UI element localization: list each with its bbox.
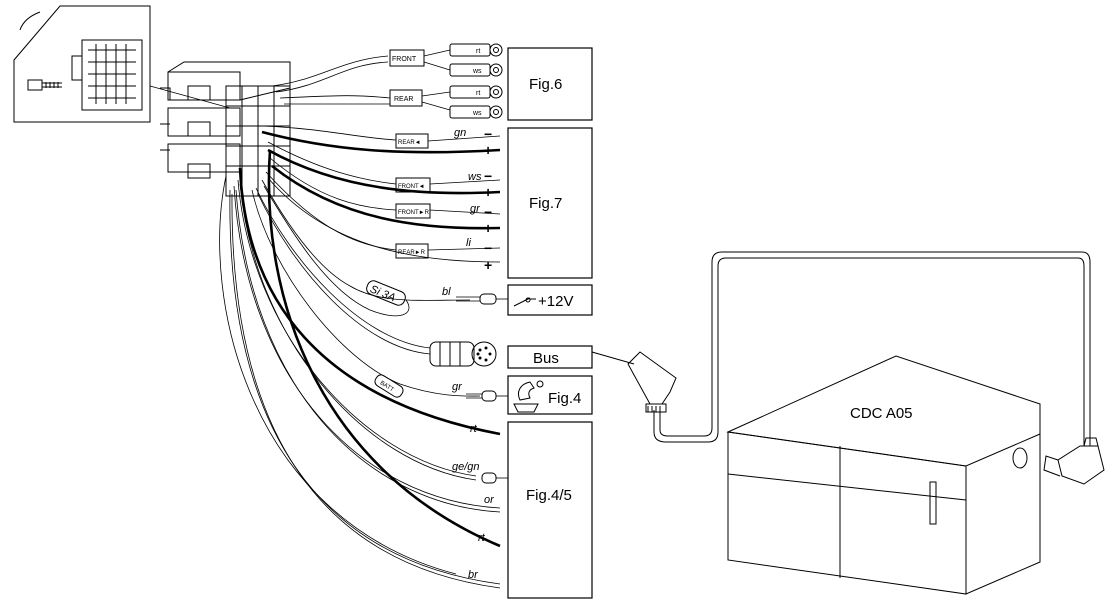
rt1-wire-color: rt [470,423,478,435]
minus-sign: − [484,240,492,256]
connector-block-icon [160,61,291,197]
radio-rear-panel [13,5,231,123]
radio-socket-icon [71,39,143,111]
fig45-box [507,421,593,599]
phone-icon [513,380,544,413]
ignition-cable: Si 3A bl [261,179,508,317]
or-wire-color: or [484,494,495,506]
din-plug-icon [429,341,497,367]
speaker-tag-2: FRONT◄ [398,184,425,190]
rt2-wire-color: rt [478,532,486,544]
gegn-wire-color: ge/gn [452,461,480,473]
plus-sign: + [484,220,492,236]
speaker-color-3: gr [470,203,481,215]
cd-changer-icon [726,355,1041,595]
speaker-color-4: li [466,237,471,249]
rca-plug-icon [449,43,503,119]
bus-label: Bus [533,350,559,367]
screw-icon [27,79,62,91]
fuse-holder-icon: Si 3A [366,280,406,306]
phone-box [507,375,593,415]
ignition-label: +12V [538,293,573,310]
ignition-wire-color: bl [442,286,451,298]
rear-line-out-tag: REAR [394,96,413,103]
plus-sign: + [484,142,492,158]
power-cables: BATT rt ge/gn or rt br [219,149,508,589]
front-top-color: rt [476,48,480,55]
batt-fuse-icon: BATT [374,374,404,398]
fig7-box [507,127,593,279]
phone-wire-color: gr [452,381,463,393]
speaker-tag-4: REAR►R [398,250,426,256]
fuse-label: Si 3A [368,283,397,304]
minus-sign: − [484,204,492,220]
angle-plug-right-icon [1043,437,1105,485]
bus-cable [255,187,497,367]
speaker-tag-1: REAR◄ [398,140,421,146]
fig45-label: Fig.4/5 [526,487,572,504]
changer-cable [627,251,1105,485]
speaker-cables: REAR◄ gn FRONT◄ ws FRONT►R gr REAR►R li … [261,125,501,273]
speaker-tag-3: FRONT►R [398,210,430,216]
minus-sign: − [484,168,492,184]
front-bottom-color: ws [472,68,482,75]
front-line-out-tag: FRONT [392,56,417,63]
ignition-switch-icon [513,297,536,307]
fig7-label: Fig.7 [529,195,562,212]
minus-sign: − [484,126,492,142]
plus-sign: + [484,184,492,200]
rear-bottom-color: ws [472,110,482,117]
speaker-color-1: gn [454,127,466,139]
br-wire-color: br [468,569,479,581]
line-out-cables: FRONT REAR rt ws rt ws [271,43,503,119]
bus-box [507,345,593,369]
ignition-box [507,284,593,316]
plus-sign: + [484,257,492,273]
fig6-label: Fig.6 [529,76,562,93]
fig6-box [507,47,593,121]
changer-name: CDC A05 [850,405,913,422]
speaker-color-2: ws [468,171,482,183]
rear-top-color: rt [476,90,480,97]
angle-plug-left-icon [627,351,677,413]
fig4-label: Fig.4 [548,390,581,407]
